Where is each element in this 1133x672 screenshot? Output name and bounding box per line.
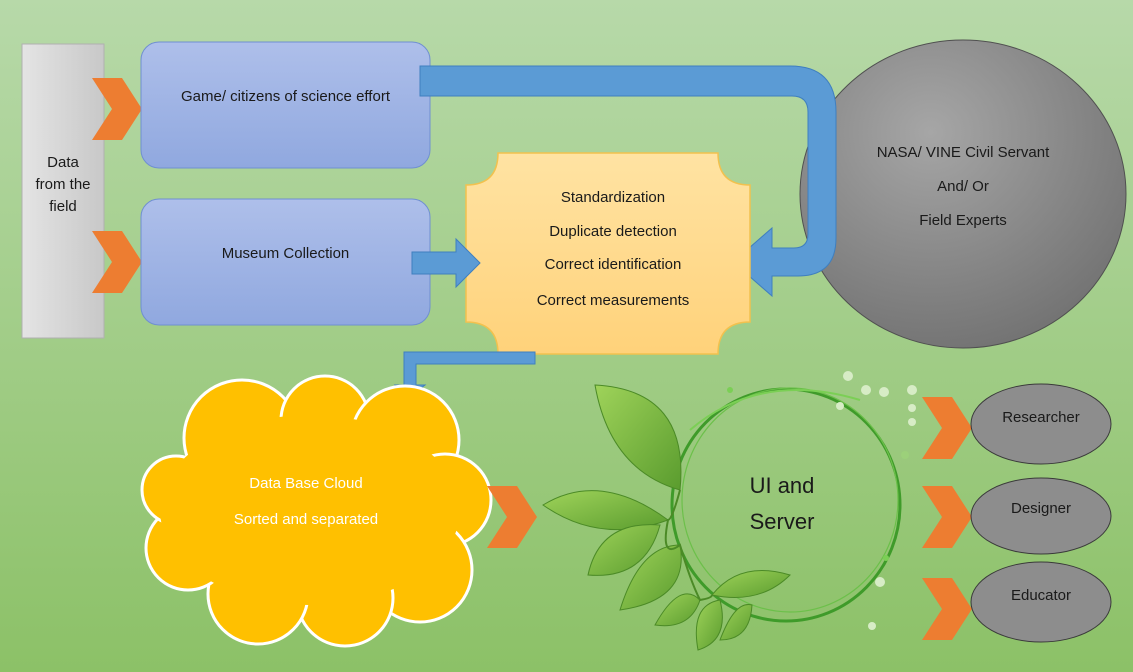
user-label-educator: Educator bbox=[1010, 587, 1072, 604]
experts-circle bbox=[799, 39, 1127, 349]
user-oval-designer bbox=[970, 477, 1112, 555]
user-oval-researcher bbox=[970, 383, 1112, 465]
museum-collection-box bbox=[140, 198, 431, 326]
experts-line: And/ Or bbox=[937, 178, 989, 195]
chevron-icon bbox=[92, 231, 142, 293]
processing-item: Standardization bbox=[560, 189, 666, 206]
chevron-icon bbox=[922, 578, 972, 640]
leaf-decoration bbox=[542, 384, 791, 651]
chevron-icon bbox=[922, 397, 972, 459]
game-citizen-science-box bbox=[140, 41, 431, 169]
ui-line: UI and bbox=[749, 473, 815, 498]
processing-item: Correct measurements bbox=[536, 292, 690, 309]
processing-item: Duplicate detection bbox=[549, 223, 677, 240]
user-label-researcher: Researcher bbox=[1002, 409, 1080, 426]
field-data-line: Data bbox=[47, 154, 79, 171]
vine-stem bbox=[664, 489, 713, 602]
field-data-line: field bbox=[49, 198, 77, 215]
database-label: Data Base Cloud Sorted and separated bbox=[190, 474, 422, 546]
chevron-icon bbox=[92, 78, 142, 140]
ui-server-label: UI and Server bbox=[727, 468, 837, 540]
field-data-label: Data from the field bbox=[24, 152, 102, 218]
decorative-dots bbox=[727, 371, 917, 630]
arrow-game-to-processing bbox=[419, 65, 837, 298]
processing-item: Correct identification bbox=[544, 256, 682, 273]
field-data-line: from the bbox=[35, 176, 91, 193]
user-label-designer: Designer bbox=[1010, 500, 1072, 517]
database-line: Data Base Cloud bbox=[249, 475, 363, 492]
experts-label: NASA/ VINE Civil Servant And/ Or Field E… bbox=[860, 143, 1066, 245]
database-line: Sorted and separated bbox=[233, 511, 379, 528]
ui-line: Server bbox=[749, 509, 815, 534]
ui-server-ring bbox=[670, 387, 902, 623]
processing-box bbox=[465, 152, 751, 355]
chevron-icon bbox=[922, 486, 972, 548]
experts-line: Field Experts bbox=[919, 212, 1007, 229]
database-cloud-fill bbox=[160, 415, 460, 605]
experts-line: NASA/ VINE Civil Servant bbox=[876, 144, 1050, 161]
user-oval-educator bbox=[970, 561, 1112, 643]
processing-list: Standardization Duplicate detection Corr… bbox=[466, 188, 760, 325]
chevron-icon bbox=[487, 486, 537, 548]
game-label: Game/ citizens of science effort bbox=[181, 88, 390, 105]
arrow-museum-to-processing bbox=[411, 237, 481, 289]
field-data-box bbox=[21, 43, 105, 339]
museum-label: Museum Collection bbox=[221, 245, 350, 262]
